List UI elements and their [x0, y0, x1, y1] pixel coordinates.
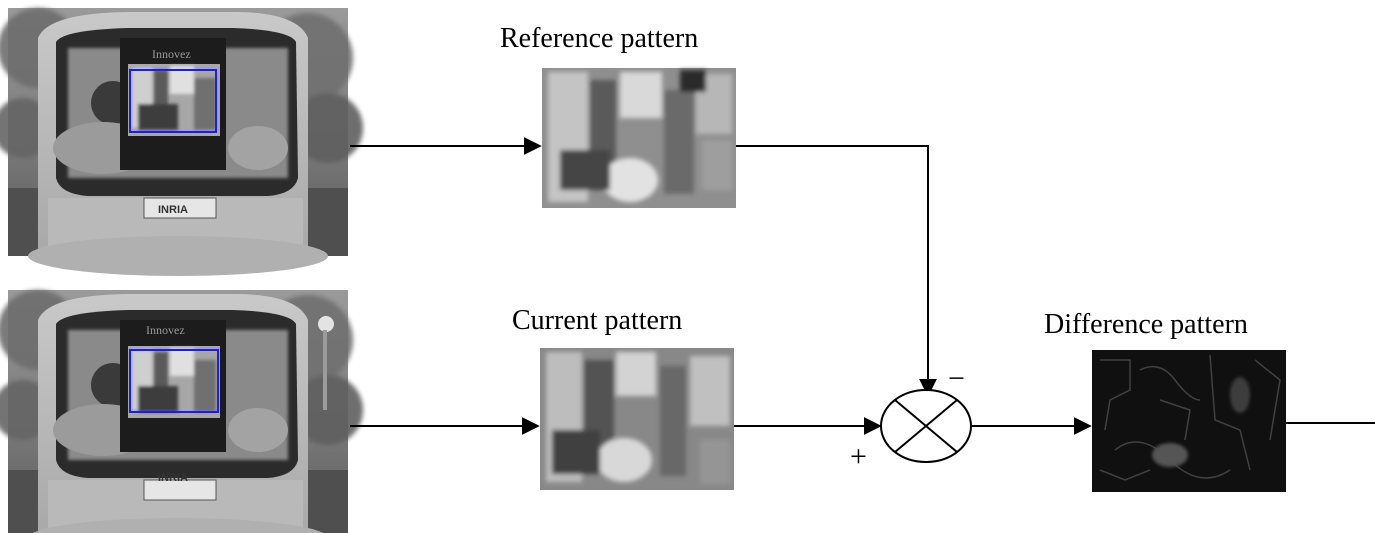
reference-pattern-image — [542, 68, 736, 208]
current-pattern-label: Current pattern — [512, 305, 682, 336]
difference-pattern-image — [1092, 350, 1286, 492]
reference-pattern-label: Reference pattern — [500, 23, 698, 54]
tracking-box — [129, 349, 219, 413]
vehicle-logo: INRIA — [158, 204, 188, 216]
tracking-box — [129, 69, 217, 133]
reference-camera-frame: Innovez INRIA — [0, 8, 363, 276]
plus-sign: + — [850, 440, 867, 473]
reference-to-operator-wire — [736, 145, 937, 397]
screen-caption: Innovez — [152, 47, 191, 61]
current-camera-frame: Innovez INRIA — [0, 290, 363, 533]
screen-caption: Innovez — [146, 323, 185, 337]
current-pattern-image — [540, 348, 734, 490]
subtraction-operator — [880, 389, 972, 463]
minus-sign: − — [948, 362, 965, 395]
difference-pattern-label: Difference pattern — [1044, 309, 1248, 340]
vehicle-logo: INRIA — [158, 472, 188, 484]
